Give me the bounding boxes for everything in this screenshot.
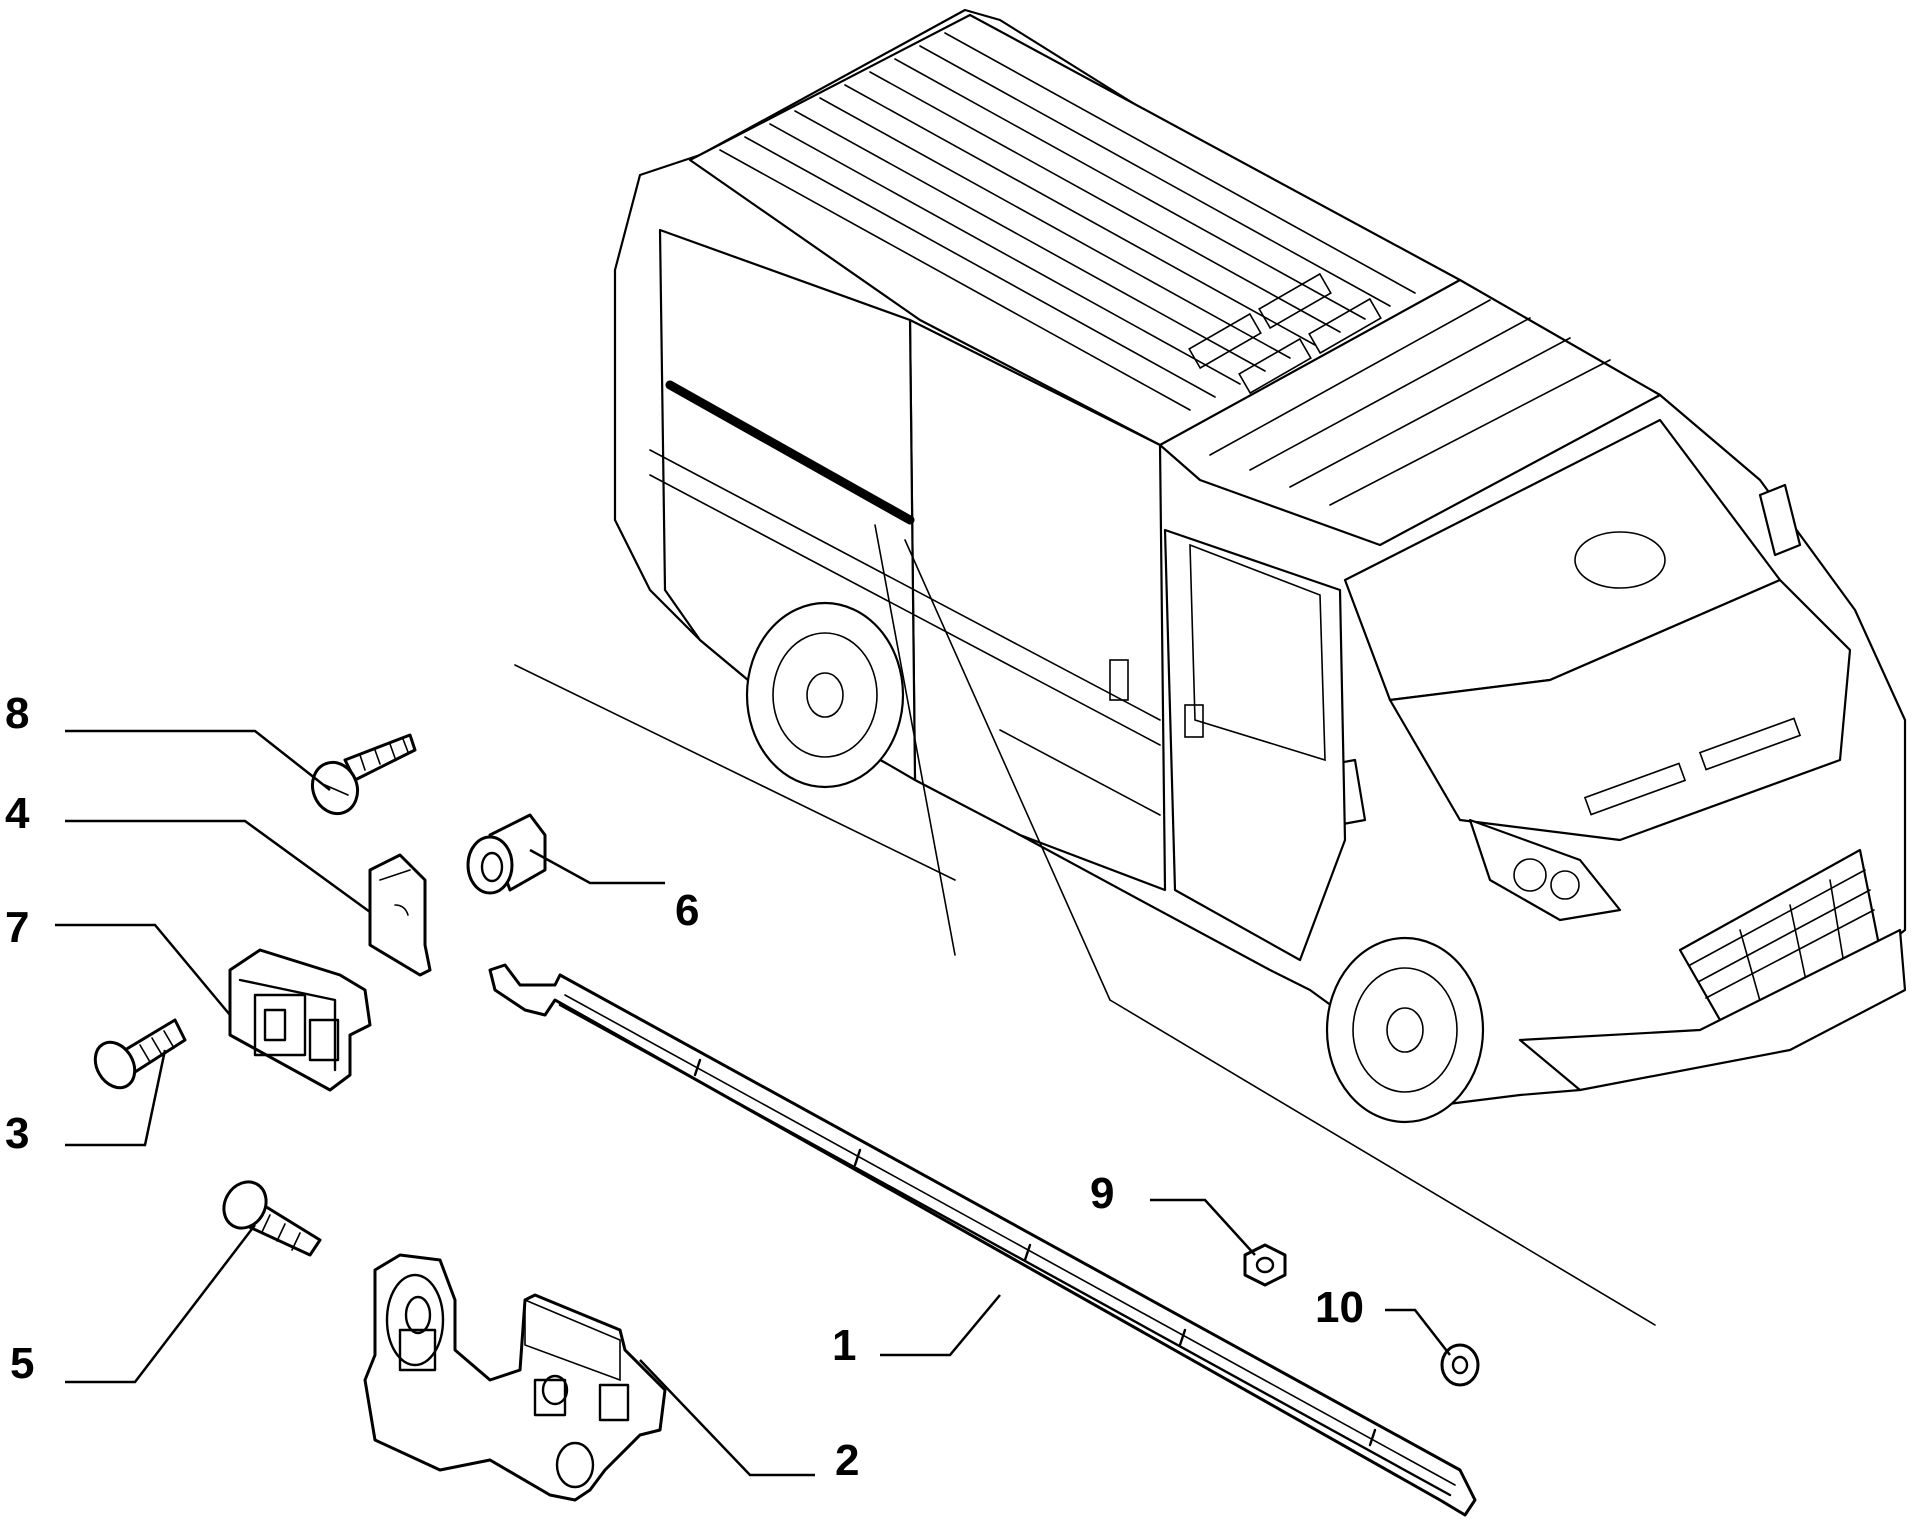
callout-6: 6 <box>675 886 699 935</box>
part-1-lower-rail <box>488 963 1477 1517</box>
leader-3 <box>65 1049 167 1147</box>
leader-10 <box>1385 1308 1451 1356</box>
leader-2 <box>639 1359 815 1477</box>
part-7-guide-block <box>228 948 372 1092</box>
part-5-bolt <box>222 1180 322 1257</box>
part-4-bracket-clip <box>368 853 432 977</box>
steering-wheel <box>1574 531 1666 589</box>
leader-8 <box>65 729 331 791</box>
callout-2: 2 <box>835 1436 859 1485</box>
callout-1: 1 <box>832 1321 856 1370</box>
leader-lines <box>55 729 1451 1477</box>
front-wheel <box>1325 936 1485 1124</box>
ground-reference-lines <box>514 664 1656 1326</box>
van-illustration <box>613 8 1907 1124</box>
leader-6 <box>529 848 665 885</box>
callout-7: 7 <box>5 903 29 952</box>
leader-7 <box>55 923 231 1016</box>
roof-vent-blocks <box>1188 272 1382 395</box>
sliding-door-handle <box>1109 659 1129 701</box>
callout-9: 9 <box>1090 1169 1114 1218</box>
callout-3: 3 <box>5 1109 29 1158</box>
rear-wheel <box>745 601 905 789</box>
detail-projection-lines <box>874 524 1111 1001</box>
grille-bars <box>1689 869 1875 1009</box>
cab-roof-ribs <box>1209 299 1611 506</box>
leader-9 <box>1150 1198 1256 1256</box>
van-cab-roof <box>1158 278 1662 547</box>
leader-1 <box>880 1294 1001 1357</box>
part-10-washer <box>1440 1343 1480 1387</box>
callout-10: 10 <box>1315 1283 1364 1332</box>
van-cab-door <box>1163 528 1347 962</box>
callout-8: 8 <box>5 689 29 738</box>
cab-door-window <box>1189 543 1326 762</box>
roof-ribs <box>719 32 1416 411</box>
cab-door-handle <box>1184 704 1204 738</box>
part-2-roller-carriage <box>363 1253 667 1502</box>
leader-5 <box>65 1224 256 1384</box>
hood-vent-left <box>1583 762 1687 816</box>
leader-4 <box>65 819 371 914</box>
upper-door-rail <box>665 380 915 525</box>
callout-4: 4 <box>5 789 30 838</box>
part-8-screw <box>310 733 417 816</box>
hood-vent-right <box>1698 717 1802 771</box>
callout-5: 5 <box>10 1339 34 1388</box>
part-6-bushing <box>466 813 547 895</box>
van-front-bumper <box>1518 928 1907 1092</box>
part-3-bolt <box>93 1018 187 1090</box>
van-hood <box>1388 578 1852 842</box>
van-mirror-right <box>1758 483 1802 557</box>
callout-numbers: 8 4 7 3 5 6 1 2 9 10 <box>5 689 1364 1485</box>
